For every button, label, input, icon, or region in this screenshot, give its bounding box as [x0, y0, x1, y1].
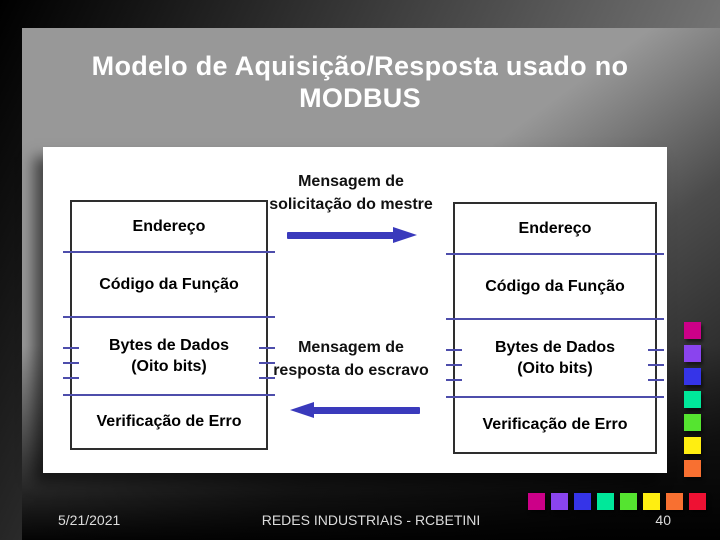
accent-square	[620, 493, 637, 510]
accent-square	[666, 493, 683, 510]
table-row: Bytes de Dados (Oito bits)	[108, 337, 230, 375]
accent-squares-row	[528, 493, 706, 510]
table-row: Código da Função	[99, 276, 239, 294]
byte-tick-mark	[259, 362, 275, 364]
accent-square	[684, 437, 701, 454]
accent-square	[684, 368, 701, 385]
arrow-shaft	[312, 407, 420, 414]
row-separator-line	[446, 253, 664, 255]
byte-tick-mark	[259, 377, 275, 379]
row-separator-line	[446, 318, 664, 320]
slide-title: Modelo de Aquisição/Resposta usado no MO…	[91, 51, 629, 114]
accent-square	[684, 391, 701, 408]
accent-square	[684, 460, 701, 477]
footer-page-number: 40	[655, 512, 671, 528]
byte-tick-mark	[259, 347, 275, 349]
diagram-panel: Endereço Código da Função Bytes de Dados…	[43, 147, 667, 473]
arrow-head	[393, 227, 417, 243]
table-row: Endereço	[518, 220, 592, 238]
footer-course-label: REDES INDUSTRIAIS - RCBETINI	[261, 512, 481, 528]
byte-tick-mark	[648, 379, 664, 381]
slave-response-frame-table: Endereço Código da Função Bytes de Dados…	[446, 202, 664, 454]
table-row: Bytes de Dados (Oito bits)	[494, 339, 616, 377]
accent-squares-column	[684, 322, 701, 477]
master-request-frame-table: Endereço Código da Função Bytes de Dados…	[63, 200, 275, 450]
row-separator-line	[63, 316, 275, 318]
accent-square	[684, 414, 701, 431]
table-row: Verificação de Erro	[96, 412, 242, 430]
slide: Modelo de Aquisição/Resposta usado no MO…	[22, 28, 720, 540]
byte-tick-mark	[446, 349, 462, 351]
table-row: Código da Função	[485, 278, 625, 296]
accent-square	[574, 493, 591, 510]
byte-tick-mark	[63, 347, 79, 349]
arrow-head	[290, 402, 314, 418]
row-separator-line	[63, 394, 275, 396]
request-message-label: Mensagem de solicitação do mestre	[269, 173, 433, 214]
arrow-shaft	[287, 232, 395, 239]
table-row: Endereço	[132, 218, 206, 236]
byte-tick-mark	[63, 377, 79, 379]
accent-square	[643, 493, 660, 510]
accent-square	[597, 493, 614, 510]
accent-square	[528, 493, 545, 510]
row-separator-line	[63, 251, 275, 253]
byte-tick-mark	[446, 379, 462, 381]
accent-square	[684, 322, 701, 339]
footer-date: 5/21/2021	[58, 512, 121, 528]
request-arrow-right-icon	[287, 227, 417, 243]
byte-tick-mark	[446, 364, 462, 366]
byte-tick-mark	[648, 364, 664, 366]
response-message-label: Mensagem de resposta do escravo	[273, 339, 429, 380]
accent-square	[689, 493, 706, 510]
row-separator-line	[446, 396, 664, 398]
accent-square	[684, 345, 701, 362]
table-row: Verificação de Erro	[482, 415, 628, 433]
byte-tick-mark	[63, 362, 79, 364]
accent-square	[551, 493, 568, 510]
byte-tick-mark	[648, 349, 664, 351]
response-arrow-left-icon	[290, 402, 420, 418]
